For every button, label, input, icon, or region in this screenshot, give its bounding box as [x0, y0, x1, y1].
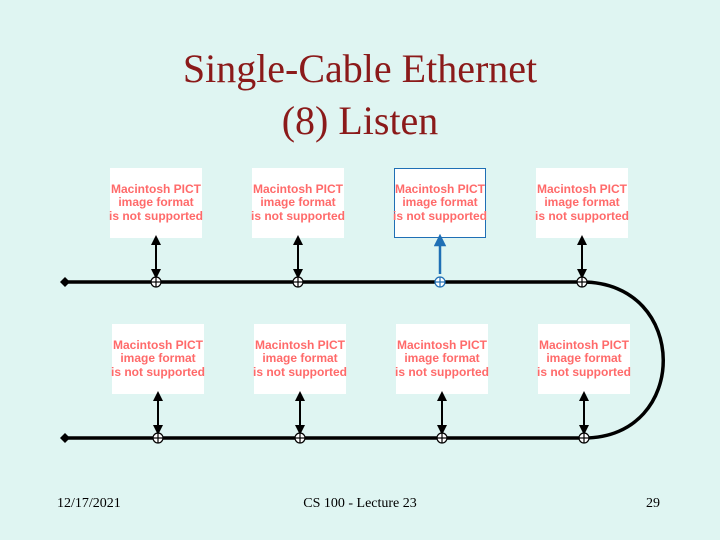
computer-7-image: Macintosh PICT image format is not suppo…: [395, 324, 489, 394]
pict-line-1: Macintosh PICT: [112, 337, 203, 352]
pict-line-3: is not supported: [111, 364, 205, 379]
pict-line-1: Macintosh PICT: [252, 181, 343, 196]
computer-8-image: Macintosh PICT image format is not suppo…: [537, 324, 631, 394]
computer-6-image: Macintosh PICT image format is not suppo…: [253, 324, 347, 394]
pict-line-2: image format: [120, 351, 196, 366]
pict-line-1: Macintosh PICT: [396, 337, 487, 352]
cable-end-bottom: [60, 433, 70, 443]
pict-line-2: image format: [404, 351, 480, 366]
tap-3: [434, 276, 446, 288]
pict-line-2: image format: [262, 351, 338, 366]
footer-page-number: 29: [646, 496, 660, 511]
pict-line-3: is not supported: [251, 208, 345, 223]
pict-line-2: image format: [402, 195, 478, 210]
ethernet-cable: [64, 280, 665, 440]
tap-6: [294, 432, 306, 444]
pict-line-2: image format: [260, 195, 336, 210]
computer-4-image: Macintosh PICT image format is not suppo…: [535, 168, 629, 238]
cable-end-top: [60, 277, 70, 287]
slide-title-line-2: (8) Listen: [281, 98, 439, 143]
computer-3-image-highlighted: Macintosh PICT image format is not suppo…: [393, 168, 487, 238]
pict-line-1: Macintosh PICT: [110, 181, 201, 196]
tap-8: [578, 432, 590, 444]
pict-line-1: Macintosh PICT: [254, 337, 345, 352]
slide-title-line-1: Single-Cable Ethernet: [182, 46, 538, 91]
computer-5-image: Macintosh PICT image format is not suppo…: [111, 324, 205, 394]
tap-5: [152, 432, 164, 444]
tap-4: [576, 276, 588, 288]
pict-line-3: is not supported: [109, 208, 203, 223]
footer-date: 12/17/2021: [57, 496, 121, 511]
pict-line-3: is not supported: [253, 364, 347, 379]
pict-line-1: Macintosh PICT: [395, 181, 486, 196]
pict-line-3: is not supported: [395, 364, 489, 379]
footer-course: CS 100 - Lecture 23: [303, 496, 417, 511]
tap-1: [150, 276, 162, 288]
computer-1-image: Macintosh PICT image format is not suppo…: [109, 168, 203, 238]
pict-line-2: image format: [118, 195, 194, 210]
pict-line-2: image format: [544, 195, 620, 210]
pict-line-3: is not supported: [535, 208, 629, 223]
tap-7: [436, 432, 448, 444]
pict-line-3: is not supported: [393, 208, 487, 223]
pict-line-2: image format: [546, 351, 622, 366]
pict-line-3: is not supported: [537, 364, 631, 379]
computer-2-image: Macintosh PICT image format is not suppo…: [251, 168, 345, 238]
tap-2: [292, 276, 304, 288]
pict-line-1: Macintosh PICT: [538, 337, 629, 352]
pict-line-1: Macintosh PICT: [536, 181, 627, 196]
